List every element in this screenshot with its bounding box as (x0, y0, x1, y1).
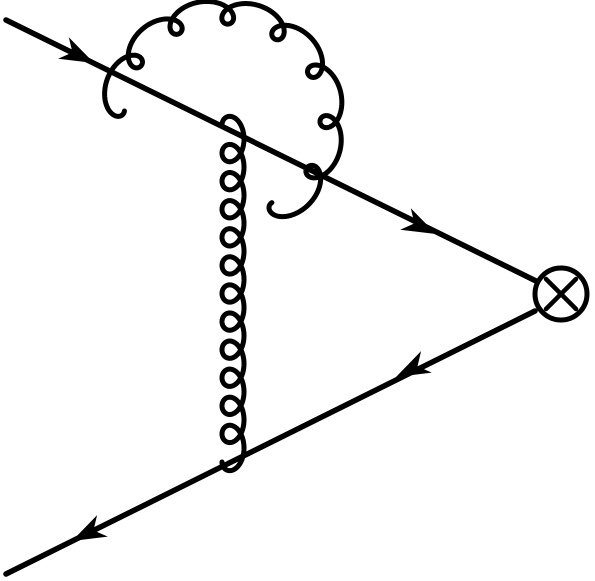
gluon-exchange (219, 113, 247, 474)
arrow-outgoing-lower (72, 515, 108, 541)
gluon-self-energy (102, 0, 345, 220)
arrow-upper-internal (400, 208, 436, 234)
arrow-incoming-upper (58, 37, 94, 63)
diagram-ink (3, 0, 590, 577)
fermion-line-upper (3, 17, 539, 284)
fermion-line-lower (3, 308, 538, 577)
arrow-lower-internal (396, 351, 432, 377)
circled-cross-icon (532, 265, 590, 323)
